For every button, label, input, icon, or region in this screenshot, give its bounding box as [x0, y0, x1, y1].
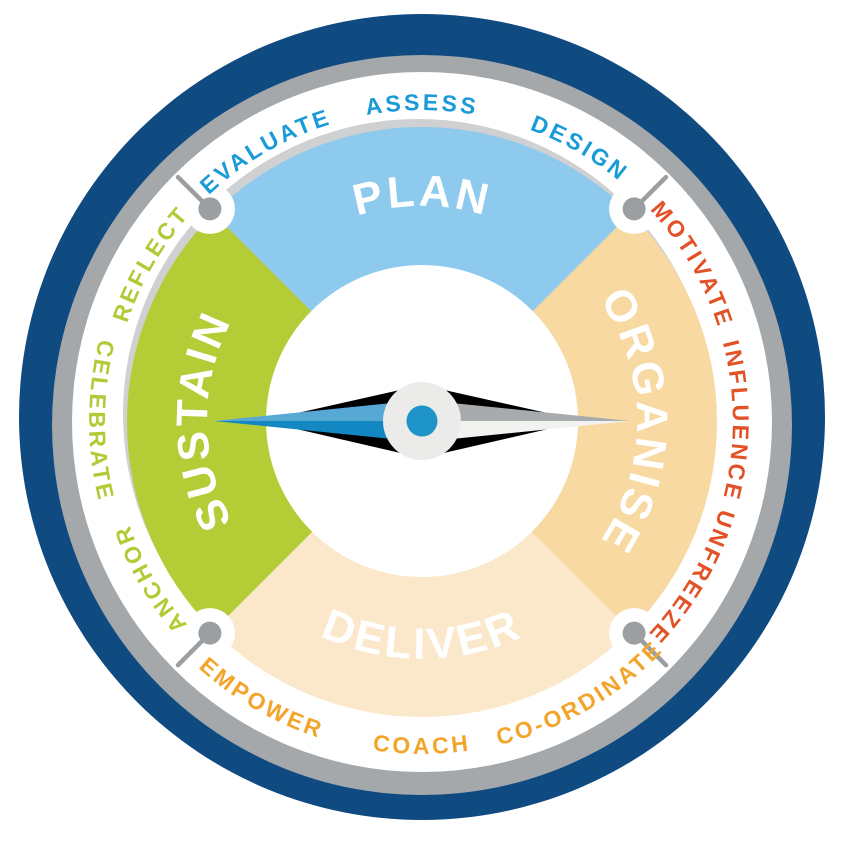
ring-word-assess: ASSESS — [363, 89, 480, 120]
pin-head-northeast — [622, 197, 646, 221]
pin-head-southeast — [622, 621, 646, 645]
needle-west-lower — [214, 421, 422, 442]
needle-east-upper — [422, 400, 630, 421]
pin-head-southwest — [198, 621, 222, 645]
quadrant-label-plan: PLAN — [348, 166, 496, 225]
needle-east-lower — [422, 421, 630, 442]
needle-hub-dot — [406, 405, 438, 437]
pin-head-northwest — [198, 197, 222, 221]
ring-word-coach: COACH — [372, 729, 472, 758]
needle-west-upper — [214, 400, 422, 421]
